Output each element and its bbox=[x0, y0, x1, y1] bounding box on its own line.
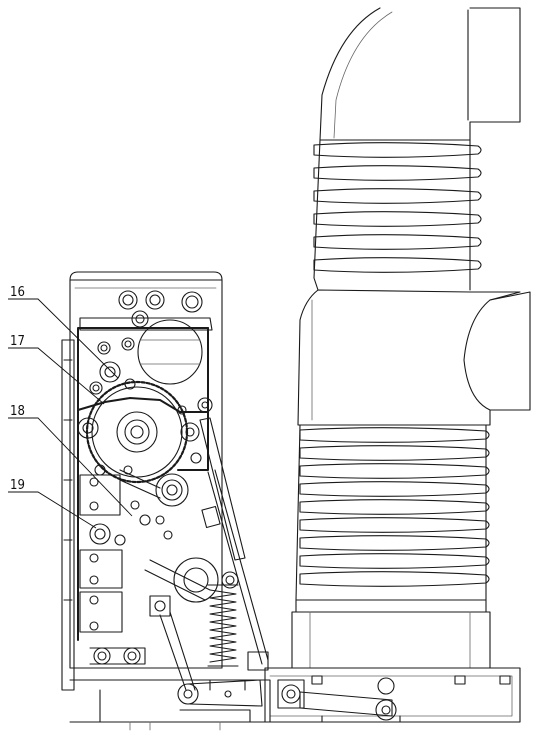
callout-19: 19 bbox=[8, 478, 97, 529]
callout-19-label: 19 bbox=[10, 478, 25, 493]
base-frame bbox=[264, 667, 521, 723]
lower-sheds bbox=[295, 424, 490, 601]
spring bbox=[207, 584, 239, 667]
main-gear bbox=[85, 380, 189, 484]
mechanism-cabinet bbox=[61, 271, 271, 731]
callout-17: 17 bbox=[8, 334, 105, 405]
callout-17-label: 17 bbox=[10, 334, 25, 349]
callout-16: 16 bbox=[8, 285, 119, 379]
upper-sheds bbox=[313, 139, 482, 291]
callout-18: 18 bbox=[8, 404, 133, 517]
insulator-pole bbox=[291, 7, 531, 669]
callout-18-label: 18 bbox=[10, 404, 25, 419]
callouts: 16 17 18 19 bbox=[8, 285, 133, 529]
callout-16-label: 16 bbox=[10, 285, 25, 300]
